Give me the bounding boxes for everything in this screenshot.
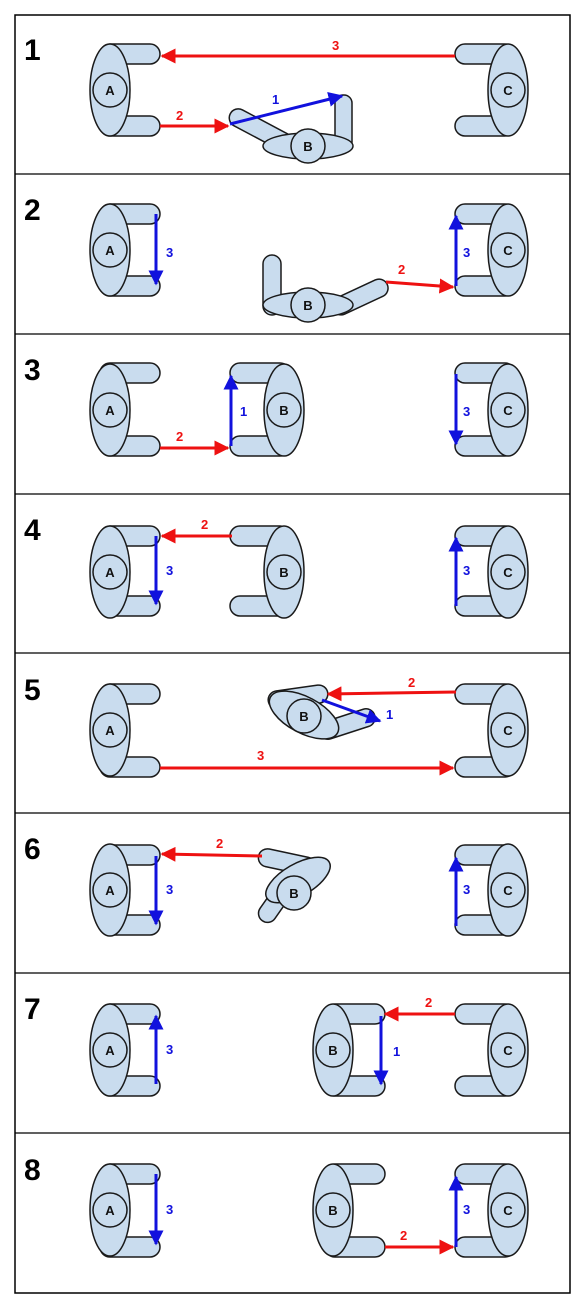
panel-8: 8 A B C 3 2 3: [24, 1154, 529, 1258]
panel-5: 5 A B C 2 1 3: [24, 674, 529, 778]
arrow-label: 2: [201, 517, 208, 532]
arrow-label: 1: [386, 707, 393, 722]
unit-label: C: [503, 1043, 513, 1058]
unit-a: A: [89, 203, 161, 297]
unit-c: C: [454, 683, 529, 778]
arrow-label: 3: [166, 245, 173, 260]
unit-a: A: [89, 1163, 161, 1258]
unit-label: B: [279, 403, 288, 418]
panel-number: 3: [24, 354, 41, 387]
unit-label: C: [503, 565, 513, 580]
arrow-red: [326, 686, 457, 702]
arrow-label: 2: [400, 1228, 407, 1243]
arrow-red: [385, 278, 455, 294]
unit-b: B: [228, 94, 354, 164]
panel-2: 2 A B C 3 2 3: [24, 194, 529, 323]
arrow-label: 3: [166, 1202, 173, 1217]
unit-label: A: [105, 723, 115, 738]
arrow-red: [160, 846, 263, 862]
panel-1: 1 A B C 3 2 1: [24, 34, 529, 164]
unit-label: B: [289, 886, 298, 901]
arrow-label: 3: [166, 1042, 173, 1057]
unit-a: A: [89, 683, 161, 778]
panel-7: 7 A B C 3 2 1: [24, 993, 529, 1097]
arrow-label: 3: [463, 563, 470, 578]
arrow-label: 3: [166, 882, 173, 897]
unit-c: C: [454, 525, 529, 619]
unit-label: C: [503, 83, 513, 98]
unit-label: A: [105, 403, 115, 418]
unit-c: C: [454, 203, 529, 297]
unit-c: C: [454, 1003, 529, 1097]
unit-b: B: [229, 362, 305, 457]
unit-label: B: [303, 139, 312, 154]
arrow-label: 2: [176, 108, 183, 123]
panel-number: 7: [24, 993, 41, 1026]
unit-label: A: [105, 83, 115, 98]
unit-b: B: [312, 1163, 386, 1258]
panel-number: 8: [24, 1154, 41, 1187]
unit-label: A: [105, 565, 115, 580]
unit-label: A: [105, 1043, 115, 1058]
arrow-label: 2: [425, 995, 432, 1010]
unit-b: B: [267, 684, 376, 740]
arrow-label: 2: [216, 836, 223, 851]
panel-3: 3 A B C 2 1 3: [24, 354, 529, 457]
arrow-label: 3: [332, 38, 339, 53]
unit-label: C: [503, 403, 513, 418]
unit-label: B: [299, 709, 308, 724]
panel-number: 5: [24, 674, 41, 707]
unit-a: A: [89, 843, 161, 937]
unit-c: C: [454, 43, 529, 137]
unit-label: C: [503, 1203, 513, 1218]
arrow-label: 3: [463, 882, 470, 897]
unit-a: A: [89, 1003, 161, 1097]
arrow-label: 2: [408, 675, 415, 690]
diagram-frame: [14, 14, 571, 1294]
arrow-label: 3: [166, 563, 173, 578]
unit-a: A: [89, 525, 161, 619]
unit-label: A: [105, 883, 115, 898]
unit-label: B: [303, 298, 312, 313]
arrow-label: 3: [463, 404, 470, 419]
unit-c: C: [454, 362, 529, 457]
arrow-label: 2: [398, 262, 405, 277]
unit-c: C: [454, 1163, 529, 1258]
unit-b: B: [229, 525, 305, 619]
panel-dividers: [15, 173, 570, 1134]
unit-label: B: [328, 1043, 337, 1058]
unit-c: C: [454, 843, 529, 937]
unit-label: C: [503, 883, 513, 898]
panel-number: 1: [24, 34, 41, 67]
unit-a: A: [89, 362, 161, 457]
arrow-label: 3: [257, 748, 264, 763]
unit-a: A: [89, 43, 161, 137]
arrow-label: 3: [463, 245, 470, 260]
arrow-label: 2: [176, 429, 183, 444]
unit-b: B: [262, 254, 389, 323]
panel-number: 6: [24, 833, 41, 866]
arrow-blue: [321, 698, 382, 724]
unit-label: C: [503, 243, 513, 258]
arrow-label: 3: [463, 1202, 470, 1217]
unit-label: C: [503, 723, 513, 738]
arrow-label: 1: [240, 404, 247, 419]
arrow-blue: [229, 91, 344, 126]
panel-number: 4: [24, 514, 41, 547]
unit-b: B: [257, 848, 331, 924]
panel-4: 4 A B C 2 3 3: [24, 514, 529, 619]
unit-label: B: [328, 1203, 337, 1218]
unit-label: A: [105, 1203, 115, 1218]
panel-6: 6 A B C 2 3 3: [24, 833, 529, 937]
unit-label: B: [279, 565, 288, 580]
panel-number: 2: [24, 194, 41, 227]
unit-b: B: [312, 1003, 386, 1097]
arrow-label: 1: [272, 92, 279, 107]
arrow-label: 1: [393, 1044, 400, 1059]
unit-label: A: [105, 243, 115, 258]
